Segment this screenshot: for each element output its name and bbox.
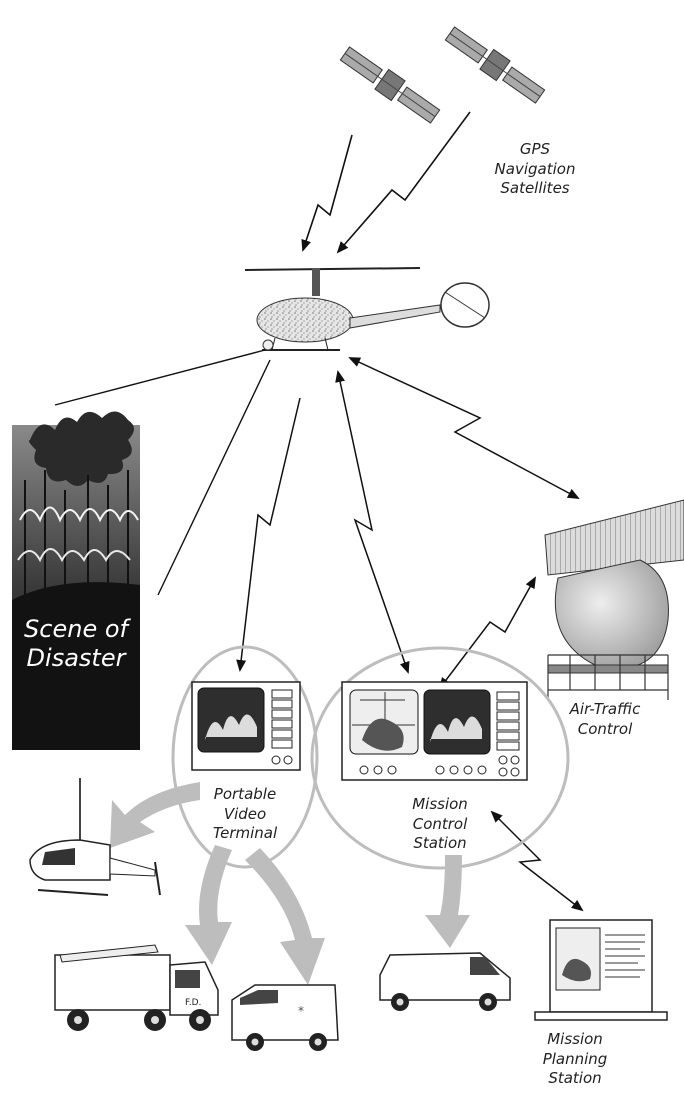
- satellite-icon: [444, 26, 546, 104]
- distribution-arrows: [110, 782, 470, 985]
- van-icon: *: [231, 984, 339, 1051]
- van-icon: [379, 952, 511, 1011]
- air-traffic-link-arrow: [348, 357, 580, 499]
- gps-label-line: GPS: [519, 140, 551, 158]
- radar-antenna-icon: [544, 499, 684, 700]
- helicopter-uav-icon: [244, 267, 490, 351]
- disaster-sensor-line: [54, 349, 266, 406]
- disaster-label-line: Scene of: [24, 615, 128, 643]
- disaster-label-line: Disaster: [26, 643, 126, 672]
- gps-link-arrow: [301, 134, 353, 252]
- gps-label-line: Satellites: [500, 179, 570, 197]
- mps-label-line: Mission: [547, 1030, 603, 1048]
- pvt-label-line: Video: [223, 804, 267, 823]
- atc-label-line: Air-Traffic: [569, 700, 641, 718]
- fire-truck-icon: F.D.: [54, 944, 219, 1031]
- gps-satellites-label: GPS Navigation Satellites: [470, 140, 600, 199]
- gps-link-arrow: [336, 111, 471, 254]
- helicopter-icon: [29, 778, 161, 896]
- portable-video-terminal-icon: [191, 681, 301, 771]
- satellite-icon: [339, 46, 441, 124]
- planning-link-arrow: [490, 810, 584, 912]
- mission-control-station-circle: [310, 646, 570, 870]
- mcs-label-line: Control: [412, 814, 468, 833]
- air-traffic-control-label: Air-Traffic Control: [540, 700, 670, 739]
- gps-label-line: Navigation: [494, 159, 576, 178]
- scene-of-disaster-label: Scene of Disaster: [12, 615, 140, 673]
- pvt-label-line: Portable: [213, 785, 277, 803]
- disaster-sensor-line: [157, 359, 271, 596]
- mps-label-line: Planning: [542, 1049, 608, 1068]
- laptop-icon: [534, 919, 668, 1021]
- video-downlink-arrow: [236, 397, 301, 672]
- mission-control-station-label: Mission Control Station: [380, 795, 500, 854]
- atc-label-line: Control: [577, 719, 633, 738]
- svg-text:F.D.: F.D.: [185, 998, 201, 1008]
- mission-planning-station-label: Mission Planning Station: [520, 1030, 630, 1089]
- svg-text:*: *: [298, 1004, 304, 1018]
- mission-control-link-arrow: [335, 370, 410, 674]
- atc-mcs-link-arrow: [438, 576, 536, 690]
- mission-control-station-icon: [341, 681, 528, 781]
- mcs-label-line: Mission: [412, 795, 468, 813]
- pvt-label-line: Terminal: [212, 824, 278, 842]
- forest-fire-icon: [12, 411, 140, 750]
- mps-label-line: Station: [548, 1069, 602, 1087]
- portable-video-terminal-circle: [171, 645, 319, 869]
- mcs-label-line: Station: [413, 834, 467, 852]
- portable-video-terminal-label: Portable Video Terminal: [185, 785, 305, 844]
